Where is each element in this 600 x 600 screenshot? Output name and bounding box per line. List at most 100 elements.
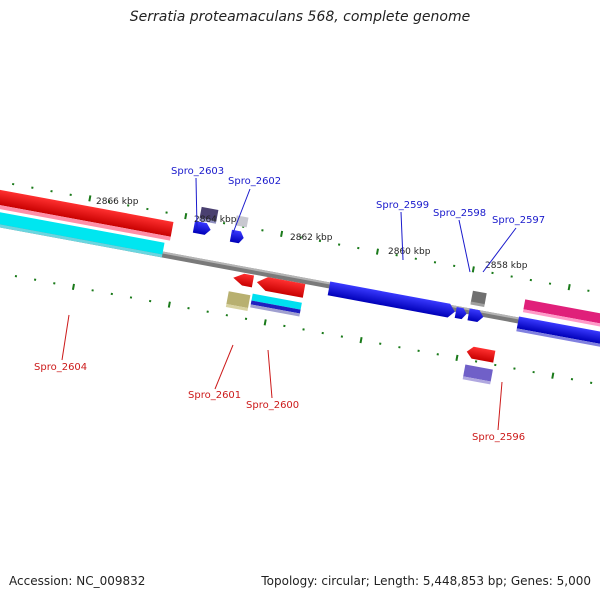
leader-line-spro-2600 — [267, 349, 273, 399]
leader-line-spro-2598 — [458, 219, 471, 273]
lower-scale-tick — [283, 324, 286, 328]
upper-scale-tick — [127, 204, 130, 207]
leader-line-spro-2597 — [482, 227, 517, 273]
upper-scale-tick — [31, 186, 34, 189]
upper-scale-tick — [452, 264, 456, 268]
upper-scale-tick — [318, 239, 322, 243]
gene-label-spro-2602[interactable]: Spro_2602 — [228, 176, 281, 187]
lower-scale-tick — [225, 314, 229, 317]
lower-scale-tick — [494, 363, 497, 367]
lower-scale-tick — [14, 275, 18, 278]
lower-scale-tick — [551, 372, 555, 379]
upper-scale-tick — [529, 278, 533, 282]
scale-label-2866: 2866 kbp — [96, 197, 139, 207]
right-edge-features[interactable] — [516, 299, 600, 349]
lower-scale-tick — [589, 381, 593, 384]
upper-scale-tick — [88, 195, 92, 202]
upper-scale-tick — [357, 246, 360, 250]
lower-scale-tick — [263, 319, 267, 326]
upper-scale-tick — [261, 229, 264, 232]
upper-scale-tick — [184, 212, 188, 220]
upper-scale-tick — [395, 254, 398, 257]
gene-label-spro-2604[interactable]: Spro_2604 — [34, 362, 87, 373]
leader-line-spro-2599 — [400, 211, 404, 261]
upper-scale-tick — [222, 222, 226, 225]
gene-spro-2598-arrow[interactable] — [454, 307, 468, 320]
upper-scale-tick — [50, 190, 53, 193]
lower-tick-row — [14, 275, 593, 384]
gene-label-spro-2603[interactable]: Spro_2603 — [171, 166, 224, 177]
lower-scale-tick — [167, 301, 171, 308]
lower-scale-tick — [532, 370, 535, 374]
lower-scale-tick — [33, 278, 37, 281]
gene-label-spro-2600[interactable]: Spro_2600 — [246, 400, 299, 411]
upper-scale-tick — [375, 248, 379, 255]
lower-scale-tick — [53, 282, 56, 285]
upper-scale-tick — [433, 261, 437, 264]
gene-spro-2600-feature[interactable] — [250, 293, 302, 317]
gene-spro-2601-feature[interactable] — [225, 291, 251, 311]
gene-label-spro-2596[interactable]: Spro_2596 — [472, 432, 525, 443]
lower-scale-tick — [71, 283, 75, 290]
lower-scale-tick — [206, 310, 209, 313]
lower-scale-tick — [379, 342, 382, 345]
lower-scale-tick — [302, 328, 305, 331]
lower-scale-tick — [570, 378, 574, 381]
upper-tick-row — [12, 182, 590, 292]
lower-scale-tick — [244, 317, 248, 320]
scale-label-2864: 2864 kbp — [194, 215, 237, 225]
scale-label-2862: 2862 kbp — [290, 233, 333, 243]
lower-scale-tick — [321, 331, 324, 335]
lower-scale-tick — [474, 360, 478, 363]
lower-scale-tick — [110, 292, 113, 296]
gene-spro-2597-feature[interactable] — [470, 290, 487, 308]
gene-label-spro-2599[interactable]: Spro_2599 — [376, 200, 429, 211]
upper-scale-tick — [414, 257, 417, 260]
gene-spro-2602-feature[interactable] — [234, 215, 249, 228]
lower-scale-tick — [513, 367, 516, 370]
genome-summary-text: Topology: circular; Length: 5,448,853 bp… — [261, 574, 591, 588]
gene-spro-2597-arrow[interactable] — [467, 308, 484, 323]
accession-text: Accession: NC_009832 — [9, 574, 146, 588]
bottom-gene-labels: Spro_2604 Spro_2601 Spro_2600 Spro_2596 — [34, 314, 525, 443]
scale-label-2858: 2858 kbp — [485, 261, 528, 271]
upper-scale-tick — [491, 271, 494, 275]
genome-title: Serratia proteamaculans 568, complete ge… — [129, 9, 471, 25]
lower-scale-tick — [359, 337, 363, 344]
gene-spro-2604-feature[interactable] — [0, 188, 174, 258]
lower-scale-tick — [436, 353, 439, 356]
gene-spro-2601-arrow[interactable] — [232, 272, 255, 288]
lower-scale-tick — [340, 335, 344, 338]
gene-label-spro-2601[interactable]: Spro_2601 — [188, 390, 241, 401]
leader-line-spro-2603 — [195, 177, 198, 229]
gene-label-spro-2597[interactable]: Spro_2597 — [492, 215, 545, 226]
gene-spro-2600-arrow[interactable] — [256, 275, 306, 298]
track-group — [0, 182, 600, 385]
upper-scale-tick — [587, 289, 590, 292]
top-gene-labels: Spro_2603 Spro_2602 Spro_2599 Spro_2598 … — [171, 166, 545, 273]
upper-scale-tick — [12, 182, 15, 186]
gene-spro-2603-feature[interactable] — [199, 206, 219, 224]
leader-line-spro-2601 — [214, 344, 234, 390]
lower-scale-tick — [148, 299, 152, 303]
gene-spro-2596-arrow[interactable] — [466, 346, 496, 363]
upper-scale-tick — [107, 200, 111, 204]
leader-line-spro-2604 — [61, 314, 70, 361]
leader-line-spro-2596 — [497, 381, 503, 431]
upper-scale-tick — [299, 236, 302, 239]
lower-scale-tick — [91, 289, 94, 292]
gene-spro-2596-feature[interactable] — [462, 364, 493, 385]
upper-scale-tick — [280, 230, 284, 238]
gene-label-spro-2598[interactable]: Spro_2598 — [433, 208, 486, 219]
upper-scale-tick — [165, 211, 168, 214]
upper-scale-tick — [69, 193, 72, 196]
lower-scale-tick — [455, 354, 459, 362]
gene-spro-2599-arrow[interactable] — [327, 281, 456, 319]
upper-scale-tick — [510, 275, 513, 278]
lower-scale-tick — [417, 349, 420, 352]
lower-scale-tick — [187, 306, 190, 310]
upper-scale-tick — [567, 284, 571, 291]
gene-spro-2602-arrow[interactable] — [229, 229, 245, 244]
upper-scale-tick — [146, 207, 149, 211]
